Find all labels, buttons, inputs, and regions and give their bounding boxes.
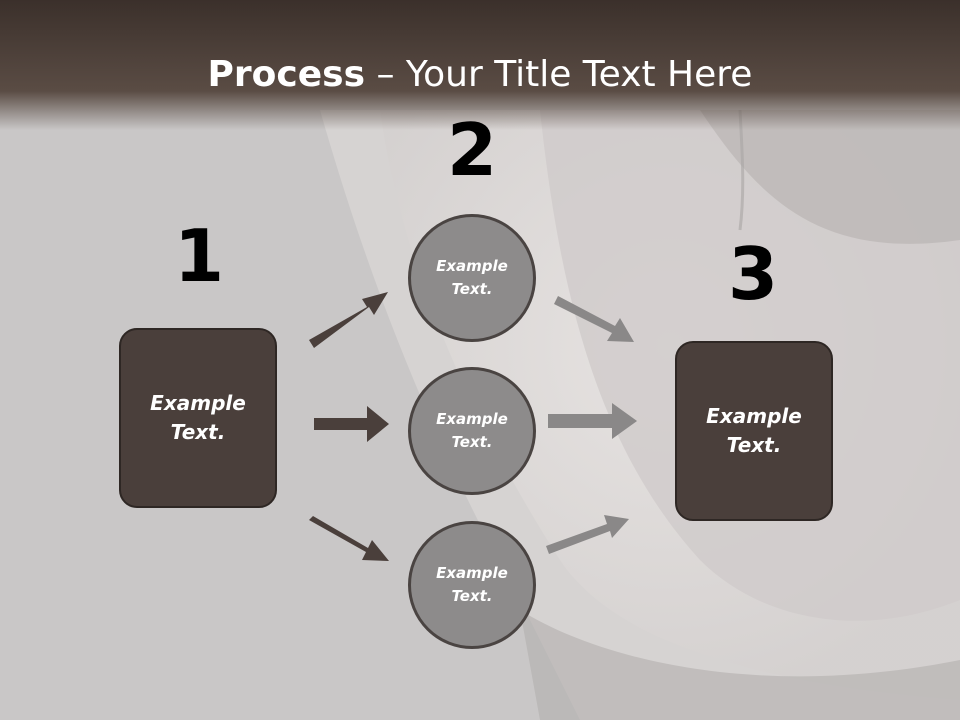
title-bar <box>0 0 960 130</box>
left-step-box: Example Text. <box>119 328 277 508</box>
title-rest: – Your Title Text Here <box>365 54 753 95</box>
middle-circle-3: Example Text. <box>408 521 536 649</box>
arrow-down-right-dark <box>309 516 389 561</box>
middle-circle-2: Example Text. <box>408 367 536 495</box>
right-step-box: Example Text. <box>675 341 833 521</box>
step-number-2: 2 <box>446 108 498 192</box>
arrow-up-right-dark <box>309 292 388 348</box>
middle-circle-1-text: Example Text. <box>436 257 508 298</box>
step-number-1: 1 <box>173 214 225 298</box>
arrow-up-right-light <box>546 515 629 554</box>
arrow-down-right-light <box>554 296 634 342</box>
title-bold: Process <box>207 54 366 95</box>
step-number-3: 3 <box>727 232 779 316</box>
right-step-box-text: Example Text. <box>706 404 802 457</box>
middle-circle-1: Example Text. <box>408 214 536 342</box>
left-step-box-text: Example Text. <box>150 391 246 444</box>
middle-circle-3-text: Example Text. <box>436 564 508 605</box>
middle-circle-2-text: Example Text. <box>436 410 508 451</box>
arrow-right-dark <box>314 406 389 442</box>
slide-title: Process – Your Title Text Here <box>0 52 960 98</box>
arrow-right-light <box>548 403 637 439</box>
